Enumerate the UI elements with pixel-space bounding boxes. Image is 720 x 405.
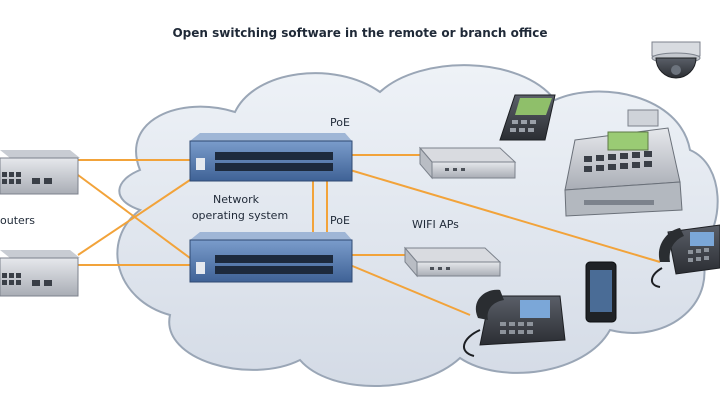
router-top [0, 150, 80, 195]
desk-phone-bottom-icon [463, 289, 566, 357]
diagram-title: Open switching software in the remote or… [172, 26, 547, 40]
desk-phone-right-icon [651, 224, 720, 288]
handheld-terminal-icon [499, 94, 556, 141]
link-router2-switch1 [77, 179, 191, 256]
smartphone-icon [585, 261, 617, 323]
switch-top-ports [215, 152, 333, 171]
poe-label-top: PoE [330, 116, 350, 129]
cash-register-icon [564, 109, 683, 217]
nos-label-line1: Network [213, 193, 260, 206]
link-switch2-phone-bottom [349, 264, 471, 316]
wifi-ap-bottom [403, 246, 502, 278]
switch-bottom [189, 232, 353, 283]
security-camera-icon [651, 41, 701, 79]
routers-label: outers [0, 214, 35, 227]
wifi-aps-label: WIFI APs [412, 218, 459, 231]
router-bottom [0, 250, 80, 297]
nos-label-line2: operating system [192, 209, 288, 222]
poe-label-middle: PoE [330, 214, 350, 227]
switch-bottom-ports [215, 255, 333, 274]
wifi-ap-top [418, 146, 517, 180]
switch-top [189, 133, 353, 182]
link-switch1-phone-right [349, 169, 661, 263]
network-links [77, 154, 661, 316]
